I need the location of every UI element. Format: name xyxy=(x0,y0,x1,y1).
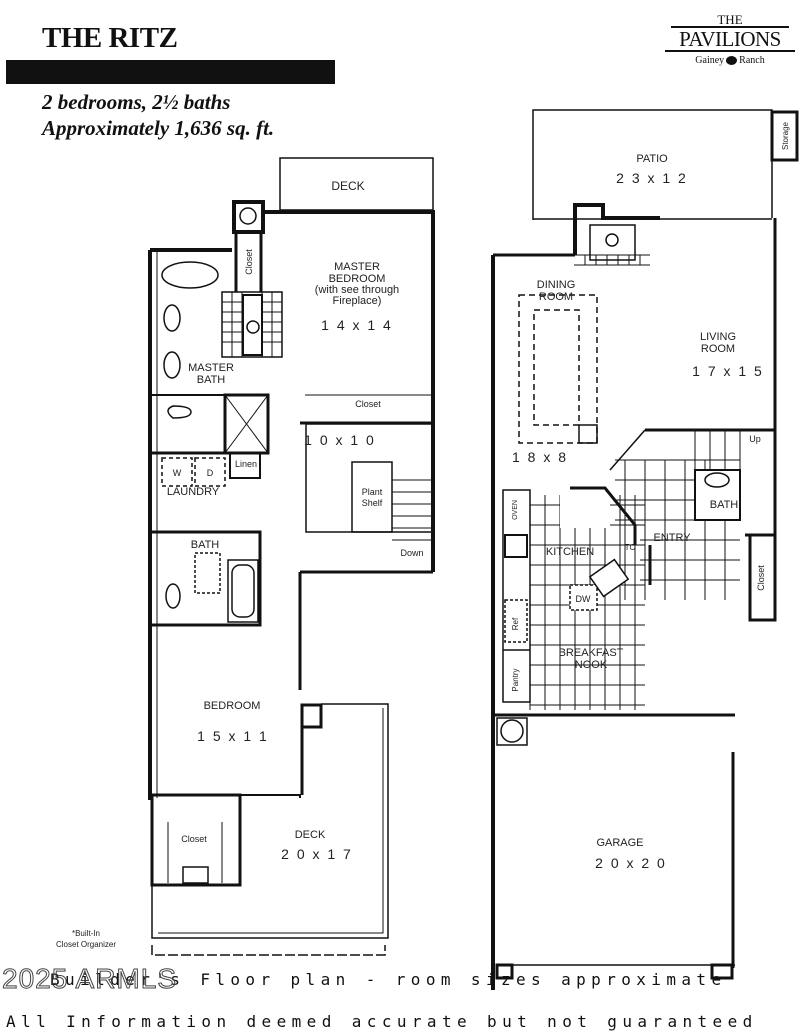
label-bedroom: BEDROOM xyxy=(204,700,261,712)
label-breakfast-nook-2: NOOK xyxy=(575,659,608,671)
label-tc: TC xyxy=(625,543,636,552)
label-laundry: LAUNDRY xyxy=(167,486,220,498)
size-dining: 1 8 x 8 xyxy=(512,449,568,465)
label-master-bedroom: MASTER xyxy=(334,261,380,273)
size-garage: 2 0 x 2 0 xyxy=(595,855,667,871)
logo-the: THE xyxy=(671,13,789,28)
label-pantry: Pantry xyxy=(511,668,520,691)
label-closet-entry: Closet xyxy=(756,565,766,591)
disclaimer-line-2: All Information deemed accurate but not … xyxy=(6,1012,758,1031)
logo-pavilions: PAVILIONS xyxy=(665,28,795,52)
label-kitchen: KITCHEN xyxy=(546,546,594,558)
label-dining-room-2: ROOM xyxy=(539,291,573,303)
disclaimer-line-1: Builder's Floor plan - room sizes approx… xyxy=(50,970,727,989)
label-master-bedroom-2: BEDROOM xyxy=(329,273,386,285)
label-patio: PATIO xyxy=(636,153,668,165)
label-oven: OVEN xyxy=(512,500,519,520)
note-builtin: *Built-In xyxy=(72,929,100,938)
label-closet-lower: Closet xyxy=(181,834,207,844)
label-entry: ENTRY xyxy=(653,532,691,544)
label-dining-room: DINING xyxy=(537,279,576,291)
size-bedroom: 1 5 x 1 1 xyxy=(197,728,269,744)
label-master-bath-2: BATH xyxy=(197,374,226,386)
size-deck-lower: 2 0 x 1 7 xyxy=(281,846,353,862)
logo-gainey: Gainey xyxy=(695,55,725,66)
square-footage: Approximately 1,636 sq. ft. xyxy=(42,116,275,140)
logo-ranch: Ranch xyxy=(739,55,765,66)
label-master-bedroom-3: (with see through xyxy=(315,284,399,296)
label-deck-top: DECK xyxy=(331,179,364,193)
logo-emblem-icon xyxy=(726,56,738,66)
label-plant-shelf-2: Shelf xyxy=(362,498,383,508)
label-master-bath: MASTER xyxy=(188,362,234,374)
size-living: 1 7 x 1 5 xyxy=(692,363,764,379)
size-loft: 1 0 x 1 0 xyxy=(304,432,376,448)
label-storage: Storage xyxy=(781,121,790,150)
size-master-bedroom: 1 4 x 1 4 xyxy=(321,317,393,333)
label-garage: GARAGE xyxy=(596,837,643,849)
label-dryer: D xyxy=(207,468,214,478)
label-linen: Linen xyxy=(235,459,257,469)
bed-bath-summary: 2 bedrooms, 2½ baths xyxy=(42,90,231,114)
label-up: Up xyxy=(749,434,761,444)
label-living-room: LIVING xyxy=(700,331,736,343)
plan-title: THE RITZ xyxy=(42,22,178,54)
label-closet-vertical: Closet xyxy=(244,249,254,275)
label-bath-lower: BATH xyxy=(710,499,739,511)
title-underline-bar xyxy=(6,60,335,84)
note-builtin-2: Closet Organizer xyxy=(56,940,116,949)
label-bath-upper: BATH xyxy=(191,539,220,551)
logo-gainey-ranch: Gainey Ranch xyxy=(665,55,795,66)
pavilions-logo: THE PAVILIONS Gainey Ranch xyxy=(665,13,795,66)
label-living-room-2: ROOM xyxy=(701,343,735,355)
label-deck-lower: DECK xyxy=(295,829,326,841)
label-breakfast-nook: BREAKFAST xyxy=(559,647,624,659)
label-washer: W xyxy=(173,468,182,478)
label-down: Down xyxy=(400,548,423,558)
label-ref: Ref xyxy=(511,617,520,630)
label-closet-star: Closet xyxy=(355,399,381,409)
label-plant-shelf: Plant xyxy=(362,487,383,497)
armls-watermark: 2025 ARMLS xyxy=(2,963,177,995)
label-master-bedroom-4: Fireplace) xyxy=(333,295,382,307)
label-dw: DW xyxy=(576,594,591,604)
size-patio: 2 3 x 1 2 xyxy=(616,170,688,186)
